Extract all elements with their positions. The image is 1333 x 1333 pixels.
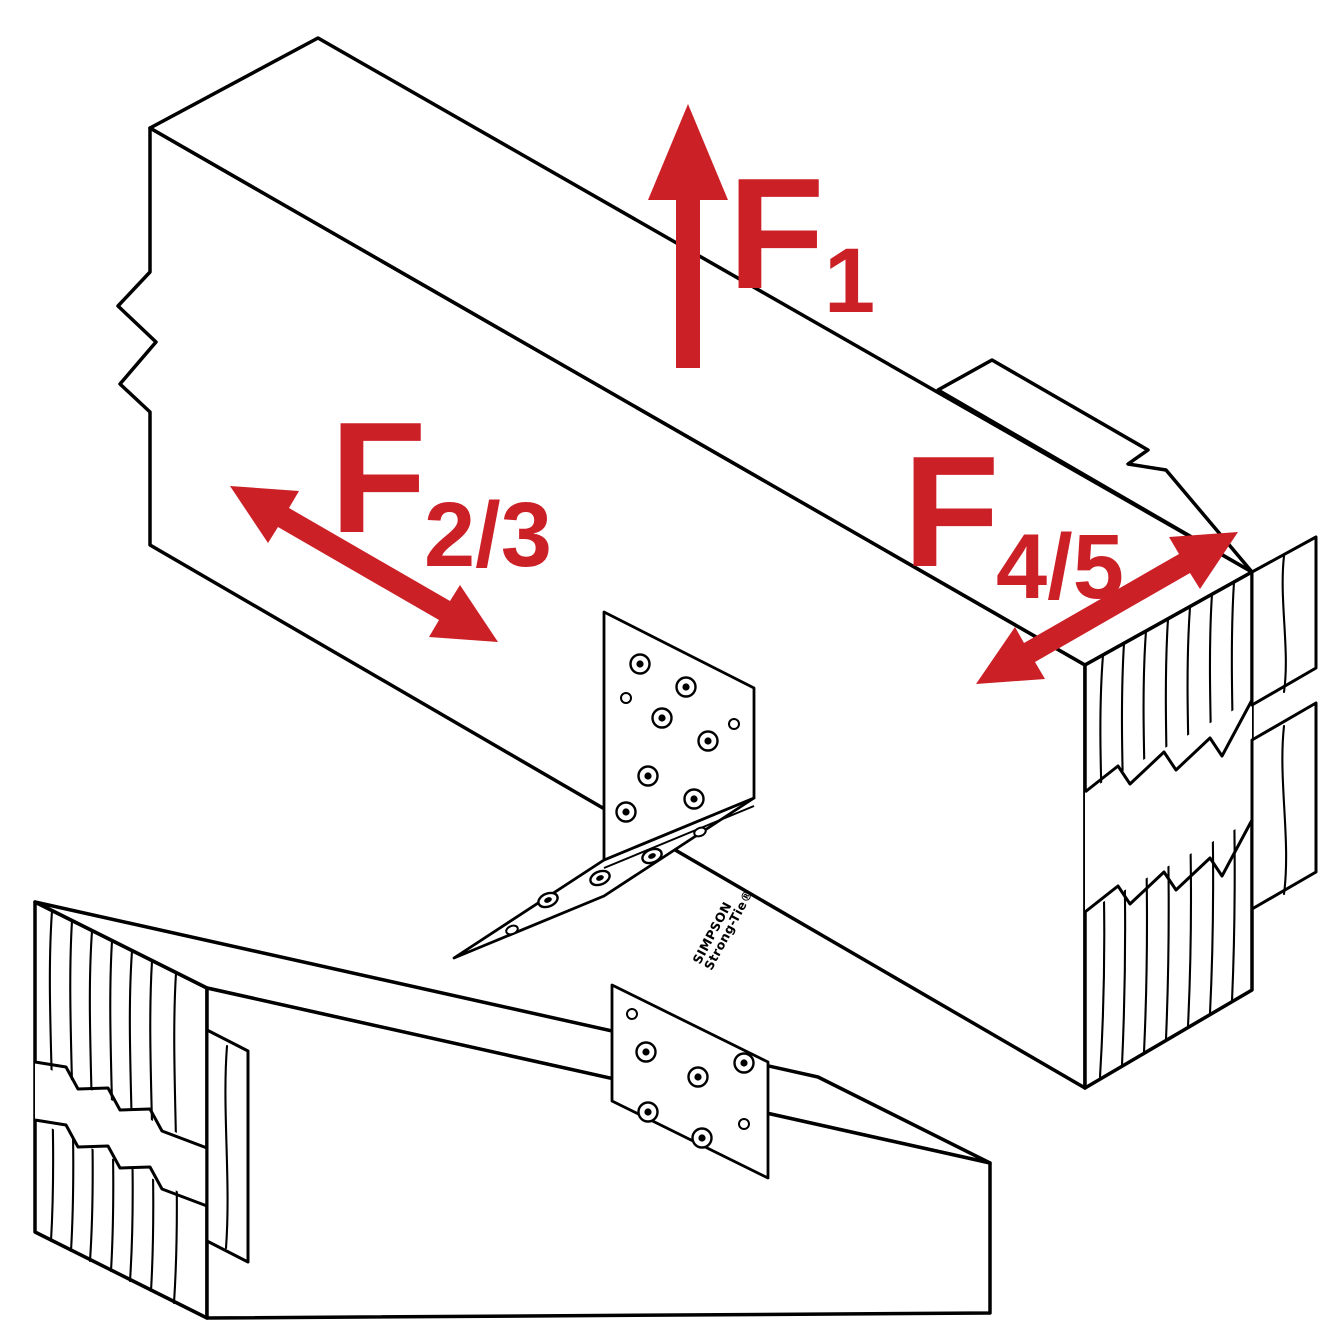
f4-5-arrow-double	[976, 532, 1238, 684]
upper-beam	[116, 36, 1318, 1090]
bracket-brand-stamp: SIMPSON Strong-Tie®	[689, 887, 756, 973]
upper-beam-break-bottom	[1084, 819, 1254, 914]
bracket-bend-line	[603, 805, 755, 869]
upper-beam-break-top	[1084, 699, 1254, 794]
f1-label: F	[728, 146, 825, 322]
f1-subscript: 1	[824, 230, 875, 332]
lower-beam-offset-grain	[224, 1044, 229, 1250]
upper-beam-break-band	[1085, 700, 1252, 912]
f4-5-subscript: 4/5	[996, 516, 1124, 618]
lower-beam-break-bottom	[34, 1118, 208, 1208]
f4-5-label: F	[903, 424, 1000, 600]
bracket-fasteners-seat	[505, 826, 707, 936]
lower-beam-break-band	[35, 1062, 207, 1206]
lower-beam-break-top	[34, 1060, 208, 1150]
lower-beam	[33, 900, 992, 1320]
force-annotations: F 1 F 2/3 F 4/5	[230, 104, 1238, 684]
f2-3-label: F	[330, 390, 427, 566]
bracket-fasteners-lower	[626, 1008, 755, 1149]
f2-3-arrow-double	[230, 486, 498, 642]
f2-3-subscript: 2/3	[424, 484, 552, 586]
f1-arrow-up	[648, 104, 728, 368]
bracket-fasteners-upper	[615, 653, 740, 823]
